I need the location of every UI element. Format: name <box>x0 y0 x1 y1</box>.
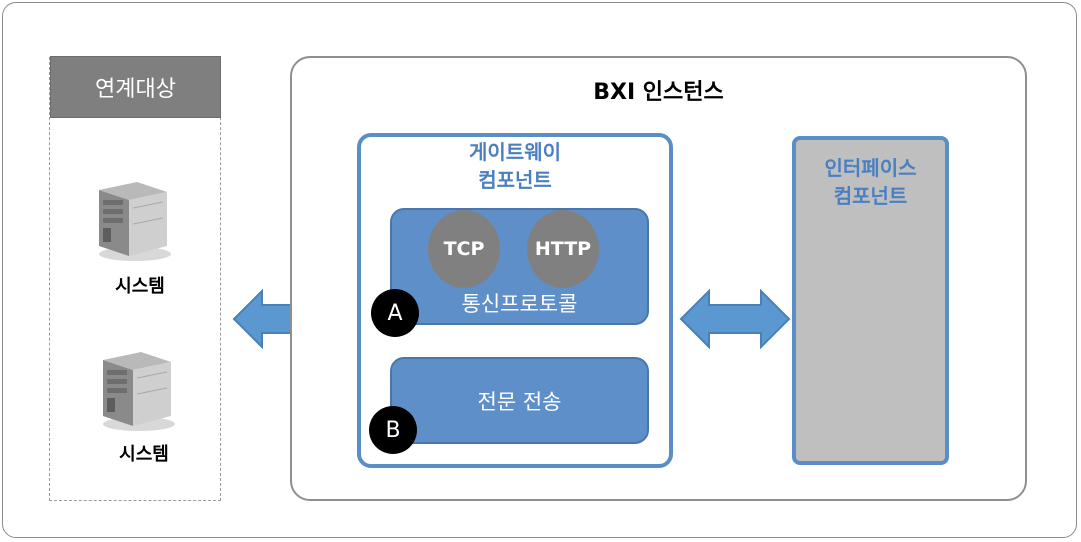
system-label: 시스템 <box>119 444 169 465</box>
gateway-title-line2: 컴포넌트 <box>478 168 552 192</box>
gateway-component-title: 게이트웨이 컴포넌트 <box>357 138 673 194</box>
badge-a: A <box>371 289 419 337</box>
protocol-label: 통신프로토콜 <box>461 292 578 316</box>
double-arrow-icon <box>679 289 791 349</box>
interface-title-line1: 인터페이스 <box>824 156 917 180</box>
interface-title-line2: 컴포넌트 <box>833 184 908 208</box>
badge-b: B <box>369 406 417 454</box>
server-icon <box>99 182 171 261</box>
protocol-http: HTTP <box>527 210 599 288</box>
bxi-instance-title: BXI 인스턴스 <box>593 80 724 105</box>
interface-component-title: 인터페이스 컴포넌트 <box>792 154 949 210</box>
server-icon <box>103 352 175 431</box>
linked-targets-header: 연계대상 <box>50 56 221 118</box>
interface-component-box <box>792 136 949 465</box>
protocol-tcp: TCP <box>428 210 500 288</box>
message-transfer-label: 전문 전송 <box>477 389 562 414</box>
message-transfer-box: 전문 전송 <box>390 357 649 444</box>
gateway-title-line1: 게이트웨이 <box>469 140 561 164</box>
system-label: 시스템 <box>115 276 165 297</box>
